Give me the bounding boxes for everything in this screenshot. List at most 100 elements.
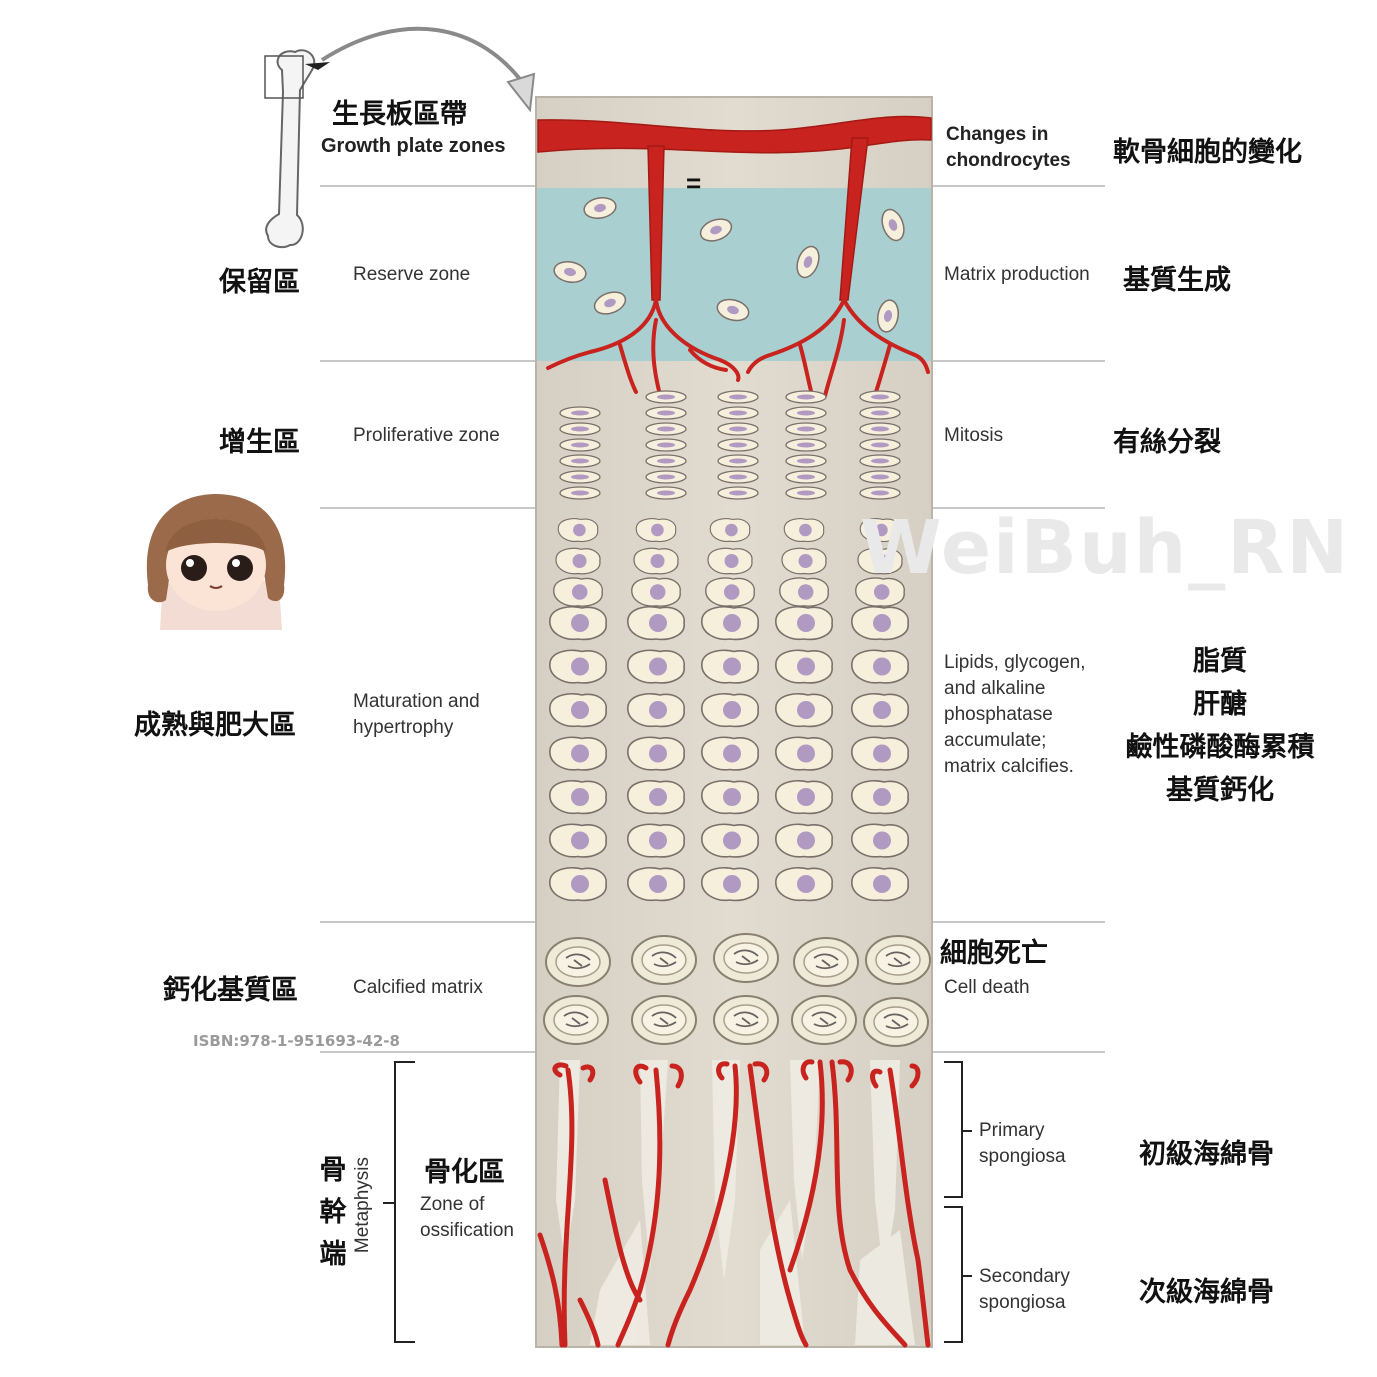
hypertrophic-cell bbox=[549, 736, 607, 771]
hypertrophic-cell bbox=[701, 866, 759, 902]
maturation-change-line: and alkaline bbox=[944, 678, 1046, 699]
metaphysis-en: Metaphysis bbox=[352, 1157, 373, 1254]
proliferating-cell bbox=[559, 470, 601, 484]
hypertrophic-cell bbox=[851, 779, 909, 815]
hypertrophic-cell bbox=[705, 577, 755, 607]
proliferating-cell bbox=[785, 422, 827, 436]
hypertrophic-cell bbox=[627, 736, 685, 771]
reserve-cell bbox=[583, 197, 617, 219]
proliferating-cell bbox=[785, 406, 827, 420]
growth-plate-title-zh: 生長板區帶 bbox=[332, 99, 467, 130]
hypertrophic-cell bbox=[775, 649, 833, 684]
proliferating-cell bbox=[717, 486, 759, 500]
hypertrophic-cell bbox=[701, 692, 759, 728]
hypertrophic-cell bbox=[781, 547, 827, 575]
chibi-avatar bbox=[146, 494, 286, 630]
ossification-blood-vessels bbox=[537, 1059, 931, 1348]
hypertrophic-cell bbox=[549, 823, 607, 858]
proliferating-cell bbox=[785, 454, 827, 468]
maturation-change-line: matrix calcifies. bbox=[944, 756, 1074, 777]
vessel-branches bbox=[546, 298, 930, 398]
calcified-cell bbox=[793, 937, 859, 987]
maturation-change-line: phosphatase bbox=[944, 704, 1053, 725]
mitosis-zh: 有絲分裂 bbox=[1113, 427, 1221, 458]
primary-en-line: Primary bbox=[979, 1120, 1045, 1141]
hypertrophic-cell bbox=[709, 518, 751, 543]
proliferating-cell bbox=[859, 390, 901, 404]
hypertrophic-cell bbox=[701, 649, 759, 684]
hypertrophic-cell bbox=[851, 736, 909, 771]
hypertrophic-cell bbox=[775, 866, 833, 902]
metaphysis-zh-char: 幹 bbox=[319, 1197, 347, 1228]
proliferating-cell bbox=[717, 422, 759, 436]
reserve-chondrocytes bbox=[553, 197, 905, 333]
proliferating-cell bbox=[785, 390, 827, 404]
mitosis-en: Mitosis bbox=[944, 425, 1004, 446]
hypertrophic-cell bbox=[627, 649, 685, 684]
hypertrophic-cell bbox=[635, 518, 677, 543]
femur-sketch-icon bbox=[264, 49, 330, 249]
proliferating-cell bbox=[717, 406, 759, 420]
proliferative-zone-zh: 增生區 bbox=[219, 427, 300, 458]
proliferating-cell bbox=[559, 454, 601, 468]
calcified-cell bbox=[543, 995, 609, 1045]
hypertrophic-cell bbox=[549, 692, 607, 728]
proliferating-cell bbox=[785, 486, 827, 500]
hypertrophic-chondrocytes bbox=[549, 518, 909, 902]
proliferating-cell bbox=[859, 470, 901, 484]
hypertrophic-cell bbox=[701, 779, 759, 815]
changes-title-en: Changes in chondrocytes bbox=[946, 124, 1071, 171]
primary-spongiosa-en: Primary spongiosa bbox=[979, 1118, 1066, 1170]
proliferating-cell bbox=[645, 438, 687, 452]
growth-plate-title-en: Growth plate zones bbox=[321, 135, 506, 157]
changes-title-zh: 軟骨細胞的變化 bbox=[1113, 137, 1302, 168]
reserve-cell bbox=[593, 291, 627, 315]
hypertrophic-cell bbox=[549, 866, 607, 902]
hypertrophic-cell bbox=[851, 605, 909, 641]
hypertrophic-cell bbox=[775, 736, 833, 771]
hypertrophic-cell bbox=[633, 547, 679, 575]
proliferating-cell bbox=[859, 454, 901, 468]
proliferating-cell bbox=[645, 390, 687, 404]
calcified-zone-zh: 鈣化基質區 bbox=[163, 975, 298, 1006]
reserve-cell bbox=[553, 261, 587, 283]
metaphysis-bracket bbox=[383, 1061, 415, 1343]
ossification-zone-en: Zone of ossification bbox=[420, 1192, 514, 1244]
secondary-spongiosa-bracket bbox=[944, 1206, 972, 1343]
proliferative-zone-en: Proliferative zone bbox=[353, 425, 500, 446]
reserve-cell bbox=[877, 299, 899, 333]
hypertrophic-cell bbox=[631, 577, 681, 607]
hypertrophic-cell bbox=[707, 547, 753, 575]
proliferating-cell bbox=[717, 438, 759, 452]
reserve-zone-en: Reserve zone bbox=[353, 264, 471, 285]
hypertrophic-cell bbox=[701, 605, 759, 641]
maturation-zone-en: Maturation and hypertrophy bbox=[353, 691, 480, 738]
primary-en-line: spongiosa bbox=[979, 1146, 1066, 1167]
hypertrophic-cell bbox=[627, 605, 685, 641]
isbn-label: ISBN:978-1-951693-42-8 bbox=[193, 1032, 400, 1050]
arrow-head-icon bbox=[506, 72, 536, 113]
proliferating-cell bbox=[645, 454, 687, 468]
hypertrophic-cell bbox=[851, 649, 909, 684]
calcified-cell bbox=[865, 935, 931, 985]
proliferating-cell bbox=[859, 438, 901, 452]
proliferating-cell bbox=[645, 486, 687, 500]
reserve-cell bbox=[716, 298, 750, 322]
hypertrophic-cell bbox=[701, 736, 759, 771]
top-blood-vessels bbox=[537, 115, 932, 301]
maturation-change-zh-line: 脂質 bbox=[1193, 646, 1247, 677]
maturation-change-zh-line: 基質鈣化 bbox=[1166, 775, 1274, 806]
metaphysis-zh-char: 骨 bbox=[319, 1155, 347, 1186]
secondary-en-line: spongiosa bbox=[979, 1292, 1066, 1313]
hypertrophic-cell bbox=[779, 577, 829, 607]
proliferating-cell bbox=[559, 486, 601, 500]
secondary-spongiosa-zh: 次級海綿骨 bbox=[1139, 1277, 1274, 1308]
proliferating-cell bbox=[717, 470, 759, 484]
watermark: WeiBuh_RN bbox=[860, 505, 1351, 591]
hypertrophic-cell bbox=[855, 577, 905, 607]
hypertrophic-cell bbox=[549, 605, 607, 641]
cell-death-zh: 細胞死亡 bbox=[940, 938, 1048, 969]
hypertrophic-cell bbox=[627, 866, 685, 902]
hypertrophic-cell bbox=[553, 577, 603, 607]
secondary-en-line: Secondary bbox=[979, 1266, 1070, 1287]
